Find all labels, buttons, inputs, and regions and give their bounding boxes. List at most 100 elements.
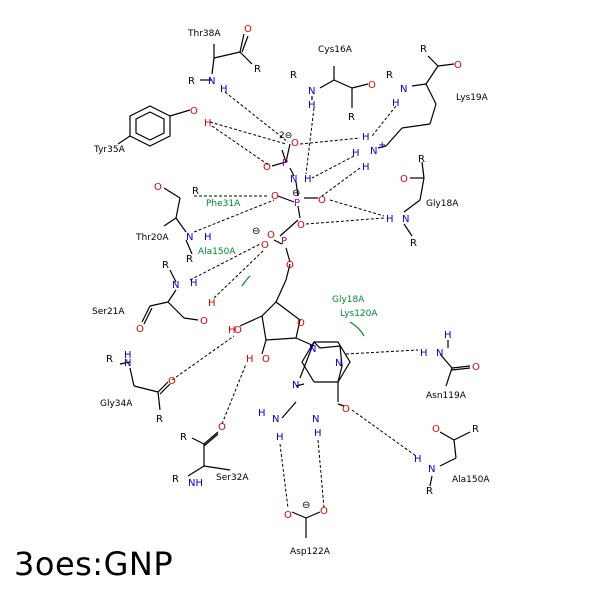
atom-label: H (362, 162, 370, 173)
residue-gly34a: Gly34A R N H O R (100, 350, 176, 425)
atom-label: O (244, 24, 252, 35)
atom-label: O (218, 422, 226, 433)
atom-label: O (168, 376, 176, 387)
hydrophobic-label: Phe31A (206, 199, 241, 209)
atom-label: N (290, 174, 297, 185)
gamma-phosphate-bond (281, 149, 287, 163)
atom-label: H (204, 232, 212, 243)
atom-label: O (454, 60, 462, 71)
residue-cys16a: Cys16A O R N H R (290, 45, 376, 123)
atom-label: O (400, 174, 408, 185)
atom-label: R (156, 414, 163, 425)
hydrophobic-contacts: Phe31A Ala150A Gly18A Lys120A (198, 199, 378, 337)
atom-label: H (420, 348, 428, 359)
atom-label: O (190, 106, 198, 117)
atom-label: R (192, 186, 199, 197)
atom-label: H (208, 298, 216, 309)
hbond (209, 121, 287, 145)
gamma-phosphate-bond (289, 167, 295, 177)
charge-label: + (378, 140, 386, 151)
atom-label: N (335, 358, 342, 369)
hbond (279, 443, 289, 509)
hydrophobic-label: Gly18A (332, 295, 365, 305)
atom-label: O (154, 182, 162, 193)
hbond (311, 155, 355, 179)
atom-label: R (472, 424, 479, 435)
atom-label: R (426, 486, 433, 497)
charge-label: ⊖ (302, 500, 310, 511)
atom-label: H (444, 330, 452, 341)
residue-label: Gly18A (426, 199, 459, 209)
structure-id-label: 3oes:GNP (14, 545, 174, 583)
atom-label: O (472, 362, 480, 373)
beta-gamma-bridge (295, 181, 299, 197)
hbond (211, 125, 271, 167)
atom-label: N (124, 358, 131, 369)
residue-label: Lys19A (456, 93, 489, 103)
residue-label: Tyr35A (93, 145, 126, 155)
atom-label: O (320, 506, 328, 517)
atom-label: R (162, 260, 169, 271)
atom-label: H (362, 132, 370, 143)
atom-label: O (261, 240, 269, 251)
atom-label: P (282, 158, 288, 169)
hbond (371, 105, 397, 137)
guanine-ring-bonds (301, 341, 351, 383)
atom-label: O (286, 260, 294, 271)
atom-label: N (309, 344, 316, 355)
beta-phosphate-bond (277, 195, 295, 203)
atom-label: R (420, 44, 427, 55)
atom-label: N (172, 280, 179, 291)
residue-ala150a: Ala150A O R H N R (414, 424, 490, 497)
atom-label: H (414, 454, 422, 465)
residue-label: Ser21A (92, 307, 125, 317)
gamma-phosphate-bond (285, 143, 291, 163)
atom-label: R (172, 474, 179, 485)
atom-label: O (342, 404, 350, 415)
atom-label: O (262, 354, 270, 365)
residue-lys19a: Lys19A R O N H R N + H H H (352, 44, 489, 173)
atom-label: H (352, 148, 360, 159)
atom-label: N (370, 146, 377, 157)
residue-label: Ala150A (452, 475, 490, 485)
atom-label: N (272, 414, 279, 425)
ligand-atom-labels: P P P O O O O O O O O O O H O H O N N N … (228, 131, 350, 443)
residue-ser32a: Ser32A R O R NH (172, 422, 249, 489)
atom-label: R (180, 432, 187, 443)
c2-amine-bond (281, 401, 297, 419)
atom-label: R (386, 70, 393, 81)
charge-label: ⊖ (292, 188, 300, 199)
atom-label: H (258, 408, 266, 419)
hbond (317, 439, 325, 509)
residue-gly18a: Gly18A R O H N R (386, 154, 459, 249)
hydrophobic-label: Lys120A (340, 309, 378, 319)
residue-label: Ser32A (216, 473, 249, 483)
ribose-5prime-bond (285, 263, 291, 281)
glycosidic-bond (295, 337, 315, 347)
atom-label: NH (188, 478, 203, 489)
atom-label: O (291, 138, 299, 149)
atom-label: H (276, 432, 284, 443)
atom-label: N (292, 380, 299, 391)
residue-thr38a: Thr38A O R N H R (187, 24, 261, 95)
beta-phosphate-bond (297, 205, 301, 219)
atom-label: N (400, 84, 407, 95)
atom-label: R (106, 354, 113, 365)
hydrophobic-arc (241, 275, 251, 287)
hbond (224, 91, 289, 143)
alpha-phosphate-bond (285, 247, 291, 263)
hbond (299, 137, 361, 145)
residue-label: Asp122A (290, 547, 331, 557)
atom-label: H (386, 214, 394, 225)
atom-label: H (220, 84, 228, 95)
atom-label: N (312, 414, 319, 425)
residue-label: Asn119A (426, 391, 467, 401)
atom-label: O (432, 424, 440, 435)
hbond (329, 199, 385, 217)
ribose-o3-bond (261, 339, 267, 355)
atom-label: P (281, 236, 287, 247)
alpha-phosphate-bond (273, 239, 283, 245)
hydrogen-bonds (171, 91, 419, 509)
hydrophobic-arc (349, 321, 365, 337)
